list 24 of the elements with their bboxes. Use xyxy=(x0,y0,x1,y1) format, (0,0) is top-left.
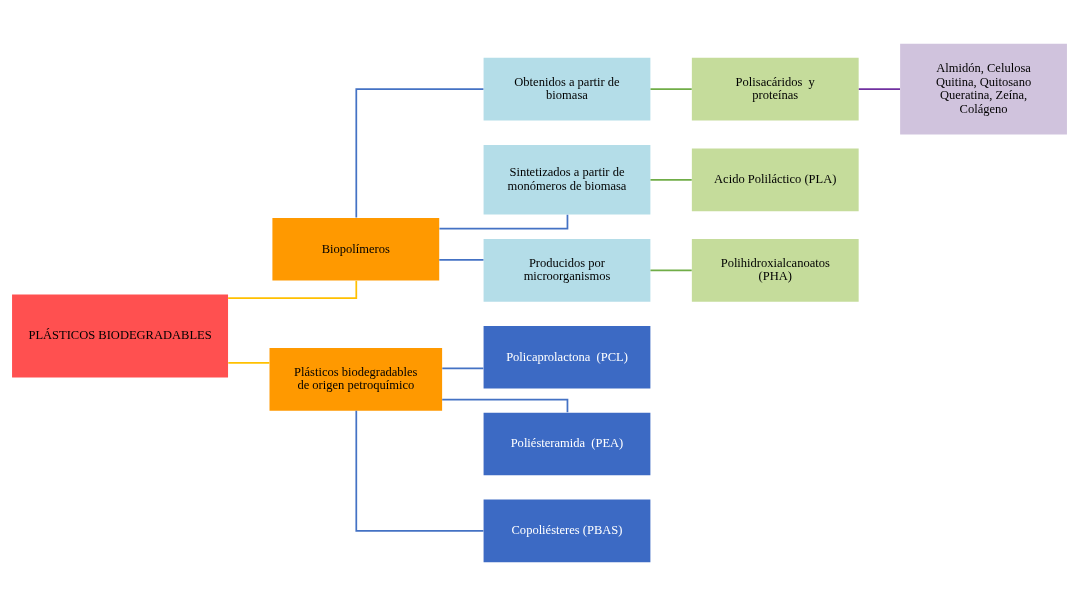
connector xyxy=(649,88,693,91)
node-box: Copoliésteres (PBAS) xyxy=(483,499,651,563)
connector xyxy=(649,178,693,181)
node-box: Obtenidos a partir de biomasa xyxy=(483,57,651,121)
node-box: Biopolímeros xyxy=(272,217,440,281)
connector xyxy=(857,88,901,91)
connector xyxy=(649,269,693,272)
connector xyxy=(438,259,485,261)
node-box: Sintetizados a partir de monómeros de biomasa xyxy=(483,145,651,215)
connector xyxy=(227,361,271,364)
node-box: Policaprolactona (PCL) xyxy=(483,325,651,389)
node-box: Poliésteramida (PEA) xyxy=(483,412,651,476)
node-box: Producidos por microorganismos xyxy=(483,239,651,302)
node-box: Acido Poliláctico (PLA) xyxy=(691,148,859,212)
node-box: PLÁSTICOS BIODEGRADABLES xyxy=(12,294,229,378)
connector xyxy=(355,409,485,532)
node-box: Almidón, Celulosa Quitina, Quitosano Queratina, Zeína, Colágeno xyxy=(900,43,1067,135)
connector xyxy=(227,279,358,300)
connector xyxy=(441,367,485,370)
node-box: Plásticos biodegradables de origen petroquímico xyxy=(269,348,443,411)
connector xyxy=(355,88,485,219)
connector xyxy=(441,398,569,414)
node-box: Polihidroxialcanoatos (PHA) xyxy=(691,239,859,302)
node-box: Polisacáridos y proteínas xyxy=(691,57,859,121)
